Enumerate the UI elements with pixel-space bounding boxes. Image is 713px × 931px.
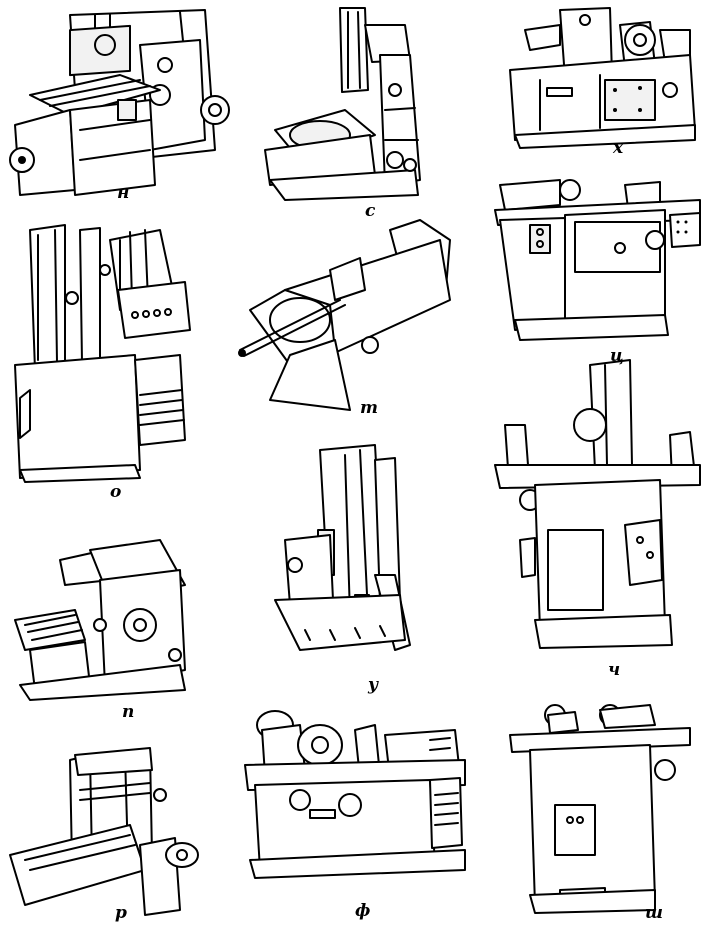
label-f: ф (355, 901, 371, 921)
label-p: п (122, 702, 135, 722)
machine-s-drawing (264, 7, 421, 201)
label-t: т (360, 398, 378, 418)
machine-ts-drawing (494, 179, 701, 341)
machine-r-drawing (9, 747, 199, 916)
machine-n-drawing (9, 9, 230, 196)
label-ch: ч (608, 660, 621, 680)
label-u: у (368, 675, 379, 695)
label-sh: ш (645, 903, 663, 923)
machine-p-drawing (14, 539, 186, 701)
label-o: о (110, 482, 122, 502)
machine-kh-drawing (509, 7, 696, 149)
machine-ch-drawing (494, 359, 701, 649)
machine-sh-drawing (509, 704, 691, 914)
label-s: с (365, 201, 376, 221)
label-r: р (115, 903, 127, 923)
machine-u-drawing (274, 444, 411, 651)
machine-t-drawing (238, 219, 451, 411)
label-kh: х (613, 138, 624, 158)
machine-o-drawing (14, 224, 191, 483)
label-n: н (117, 183, 130, 203)
label-ts: ц (610, 346, 624, 366)
machine-f-drawing (244, 710, 466, 879)
